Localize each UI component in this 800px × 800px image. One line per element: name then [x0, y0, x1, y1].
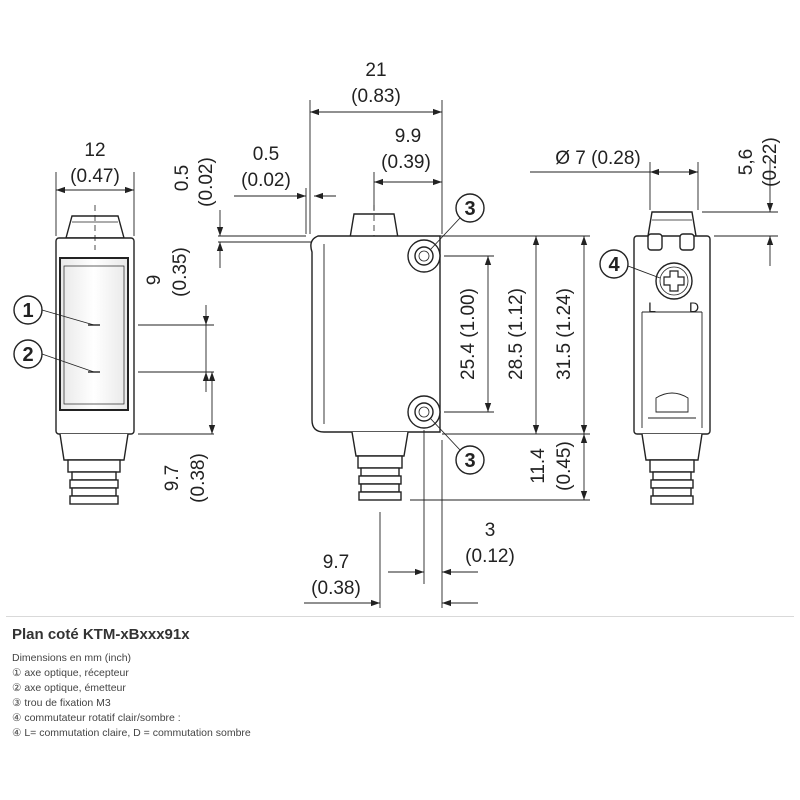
dim-bottom-offset-left: 9.7 — [162, 465, 183, 491]
dim-offset-top-v: 0.5 — [172, 165, 193, 191]
svg-text:3: 3 — [464, 450, 475, 472]
switch-label-D: D — [689, 299, 699, 315]
switch-label-L: L — [648, 299, 656, 315]
dim-hole-offset: 3 — [485, 520, 496, 541]
dim-switch-height: 5,6 — [736, 149, 757, 175]
dim-width-left-in: (0.47) — [70, 166, 120, 187]
dim-hole-offset-in: (0.12) — [465, 546, 515, 567]
dim-offset-small: 0.5 — [253, 144, 279, 165]
svg-text:2: 2 — [22, 344, 33, 366]
caption-units: Dimensions en mm (inch) — [12, 652, 132, 664]
front-view — [55, 205, 135, 505]
dim-width-total: 21 — [365, 60, 386, 81]
dim-optic-spacing-in: (0.35) — [170, 247, 191, 297]
dim-hole-spacing: 25.4 (1.00) — [458, 288, 479, 380]
caption-item-2: ② axe optique, émetteur — [12, 682, 126, 694]
dimension-drawing: 12 (0.47) 0.5 (0.02) 9 (0.35) 9.7 (0.38)… — [13, 60, 781, 608]
callout-4: 4 — [599, 249, 661, 279]
callout-3-bottom: 3 — [429, 417, 485, 475]
dim-width-left: 12 — [84, 140, 105, 161]
dim-switch-height-in: (0.22) — [760, 137, 781, 187]
side-view — [310, 205, 441, 501]
caption-title: Plan coté KTM-xBxxx91x — [12, 626, 190, 643]
dim-hole-outer: 28.5 (1.12) — [506, 288, 527, 380]
dim-connector-offset: 9.7 — [323, 552, 349, 573]
caption: Plan coté KTM-xBxxx91x Dimensions en mm … — [12, 626, 792, 741]
callout-2: 2 — [13, 339, 95, 373]
dim-width-right: 9.9 — [395, 126, 421, 147]
dim-offset-small-in: (0.02) — [241, 170, 291, 191]
caption-item-3: ③ trou de fixation M3 — [12, 697, 111, 709]
svg-text:4: 4 — [608, 254, 620, 276]
dim-bottom-offset-left-in: (0.38) — [188, 453, 209, 503]
dim-body-height: 31.5 (1.24) — [554, 288, 575, 380]
side-view-dimensions — [234, 100, 590, 608]
dim-diameter: Ø 7 (0.28) — [555, 148, 641, 169]
caption-item-4b: ④ L= commutation claire, D = commutation… — [12, 727, 251, 739]
dim-connector-height-in: (0.45) — [554, 441, 575, 491]
dim-optic-spacing: 9 — [144, 275, 165, 286]
svg-text:1: 1 — [22, 300, 33, 322]
back-view-dimensions — [530, 160, 778, 266]
caption-item-1: ① axe optique, récepteur — [12, 667, 129, 679]
dim-width-total-in: (0.83) — [351, 86, 401, 107]
front-view-dimensions — [55, 172, 312, 435]
callout-3-top: 3 — [429, 193, 485, 251]
svg-text:3: 3 — [464, 198, 475, 220]
caption-separator — [6, 616, 794, 617]
callout-1: 1 — [13, 295, 95, 326]
dim-connector-height: 11.4 — [528, 448, 549, 484]
dim-offset-top-v-in: (0.02) — [196, 157, 217, 207]
caption-item-4: ④ commutateur rotatif clair/sombre : — [12, 712, 181, 724]
back-view — [633, 211, 711, 505]
dim-connector-offset-in: (0.38) — [311, 578, 361, 599]
dim-width-right-in: (0.39) — [381, 152, 431, 173]
